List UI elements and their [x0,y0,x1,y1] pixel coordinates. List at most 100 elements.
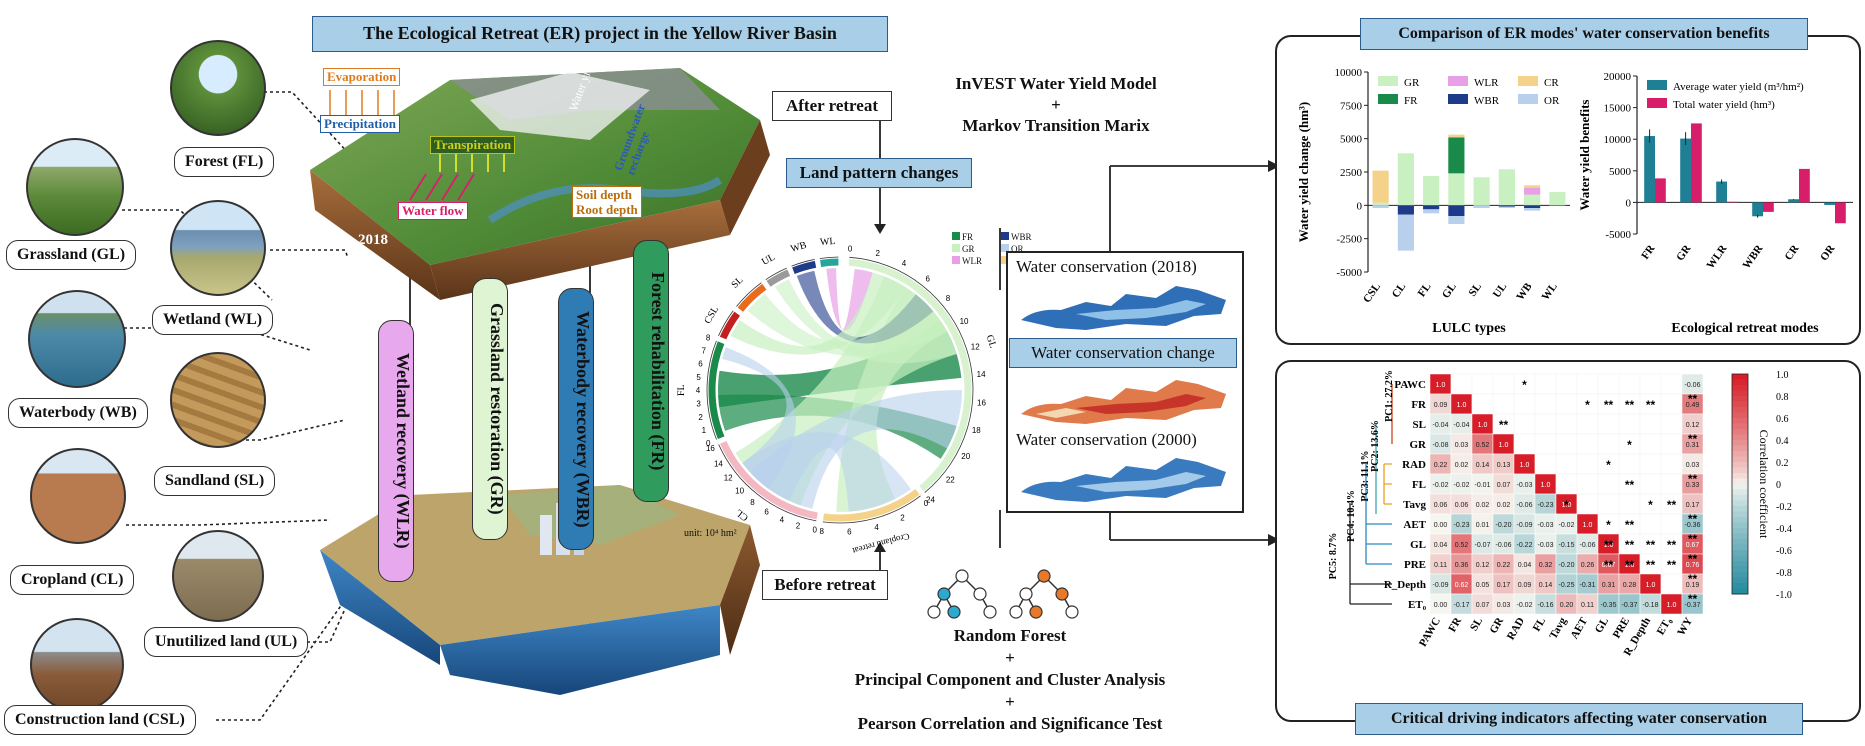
row-label: PRE [1404,559,1426,571]
heat-cell-empty [1555,393,1578,415]
chord-sector-label: WB [789,240,808,255]
wetland-photo [170,200,266,296]
drivers-title: Critical driving indicators affecting wa… [1355,703,1803,735]
label-construction: Construction land (CSL) [4,705,196,735]
heat-cell-empty [1513,433,1536,455]
heat-value: 1.0 [1478,422,1488,429]
invest-title: InVEST Water Yield Model [955,74,1157,93]
heat-value: -0.02 [1559,522,1575,529]
chord-sector-label: UL [760,252,777,268]
heat-value: 0.19 [1686,582,1700,589]
x-tick-label: FR [1639,242,1658,262]
heat-value: 0.02 [1455,462,1469,469]
heat-value: -0.06 [1517,502,1533,509]
y-tick-label: 0 [1626,197,1632,209]
chord-sector-label: SL [729,275,745,291]
heat-value: 0.06 [1455,502,1469,509]
chord-legend-swatch [1001,244,1009,252]
col-label: AET [1568,615,1590,641]
col-label: SL [1468,616,1485,634]
heat-value: 1.0 [1457,402,1467,409]
y-tick-label: -5000 [1336,267,1362,279]
heat-value: 0.31 [1602,582,1616,589]
chord-tick: 7 [701,346,706,355]
colorbar-tick: -0.4 [1776,524,1792,535]
colorbar-step [1732,396,1748,402]
heat-value: 0.06 [1434,502,1448,509]
heat-cell-empty [1450,373,1473,395]
chord-legend-label: WBR [1011,232,1032,242]
chord-ribbon [747,293,948,357]
chord-tick: 2 [900,514,905,523]
heat-value: -0.17 [1454,602,1470,609]
colorbar-step [1732,451,1748,457]
significance-star: ** [1625,558,1635,572]
heat-value: 0.67 [1686,542,1700,549]
chord-tick: 1 [702,426,707,435]
heat-value: 0.33 [1686,482,1700,489]
colorbar-step [1732,561,1748,567]
heat-value: 1.0 [1625,562,1635,569]
bar [1824,202,1835,205]
heat-value: -0.02 [1517,602,1533,609]
wc-change-label: Water conservation change [1009,338,1237,368]
heat-value: 0.20 [1560,602,1574,609]
chord-sector-axis [736,282,762,307]
bar [1716,181,1727,203]
heat-value: 0.09 [1518,582,1532,589]
chord-tick: 4 [696,386,701,395]
row-label: ET₀ [1408,599,1427,611]
heat-cell-empty [1639,513,1662,535]
heat-value: 0.02 [1497,502,1511,509]
heat-value: -0.06 [1496,542,1512,549]
wc-2018-label: Water conservation (2018) [1016,257,1197,276]
after-retreat: After retreat [772,91,892,121]
significance-star: * [1585,398,1590,412]
heat-cell-empty [1639,473,1662,495]
chord-sector-axis [718,444,817,522]
chord-tick: 14 [714,459,723,468]
legend-swatch [1518,94,1538,104]
colorbar-tick: 1.0 [1776,370,1789,381]
sandland-photo [170,352,266,448]
heat-value: 0.07 [1476,602,1490,609]
chord-tick: 6 [764,508,769,517]
random-forest-icon [927,569,1079,619]
significance-star: ** [1604,558,1614,572]
transpiration-arrows [439,154,505,172]
heat-value: -0.37 [1685,602,1701,609]
heat-cell-empty [1660,373,1683,395]
significance-star: ** [1688,572,1698,586]
colorbar-tick: -0.8 [1776,568,1792,579]
pc-label: PC2: 13.6% [1370,420,1381,472]
heat-value: 0.09 [1434,402,1448,409]
colorbar-step [1732,489,1748,496]
heat-value: 0.49 [1686,402,1700,409]
y-tick-label: 20000 [1604,71,1632,83]
colorbar-step [1732,462,1748,468]
heat-cell-empty [1471,393,1494,415]
colorbar-step [1732,374,1748,380]
bar-segment [1498,206,1515,208]
x-tick-label: WBR [1741,242,1767,271]
heat-value: 0.02 [1476,502,1490,509]
heat-value: -0.03 [1517,482,1533,489]
bar [1788,199,1799,203]
colorbar-step [1732,390,1748,397]
x-tick-label: OR [1818,242,1838,263]
heat-value: -0.18 [1643,602,1659,609]
x-tick-label: WB [1514,280,1535,302]
y-tick-label: 15000 [1604,103,1632,115]
water-flow-arrows [409,173,475,201]
y-axis-label: Water yield benefits [1577,100,1592,211]
heat-cell-empty [1597,473,1620,495]
heat-value: -0.36 [1685,522,1701,529]
bar-segment [1473,177,1490,206]
bar [1752,202,1763,217]
heat-cell-empty [1492,373,1515,395]
heat-value: 0.36 [1455,562,1469,569]
heat-value: -0.25 [1559,582,1575,589]
chord-legend-swatch [1001,232,1009,240]
chord-sector-arc [823,489,920,522]
